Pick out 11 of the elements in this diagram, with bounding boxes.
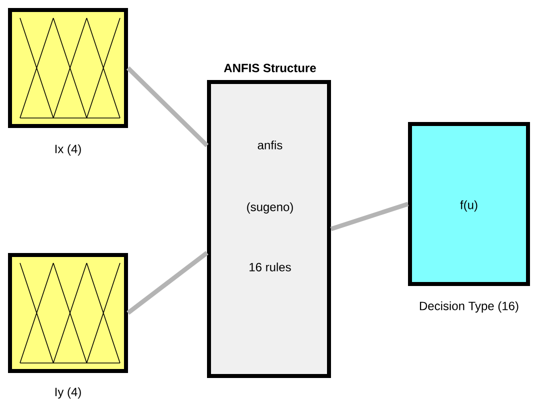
connector-line (126, 251, 208, 315)
block-title: ANFIS Structure (224, 64, 316, 72)
block-text: 16 rules (250, 262, 291, 272)
block-label: Decision Type (16) (420, 301, 518, 313)
block-text: anfis (258, 140, 282, 150)
block-label: Ix (4) (55, 144, 81, 156)
connector-line (126, 66, 209, 148)
block-text: (sugeno) (247, 202, 293, 214)
block-label: Iy (4) (55, 387, 81, 399)
connector-line (330, 202, 409, 232)
block-text: f(u) (460, 200, 478, 212)
